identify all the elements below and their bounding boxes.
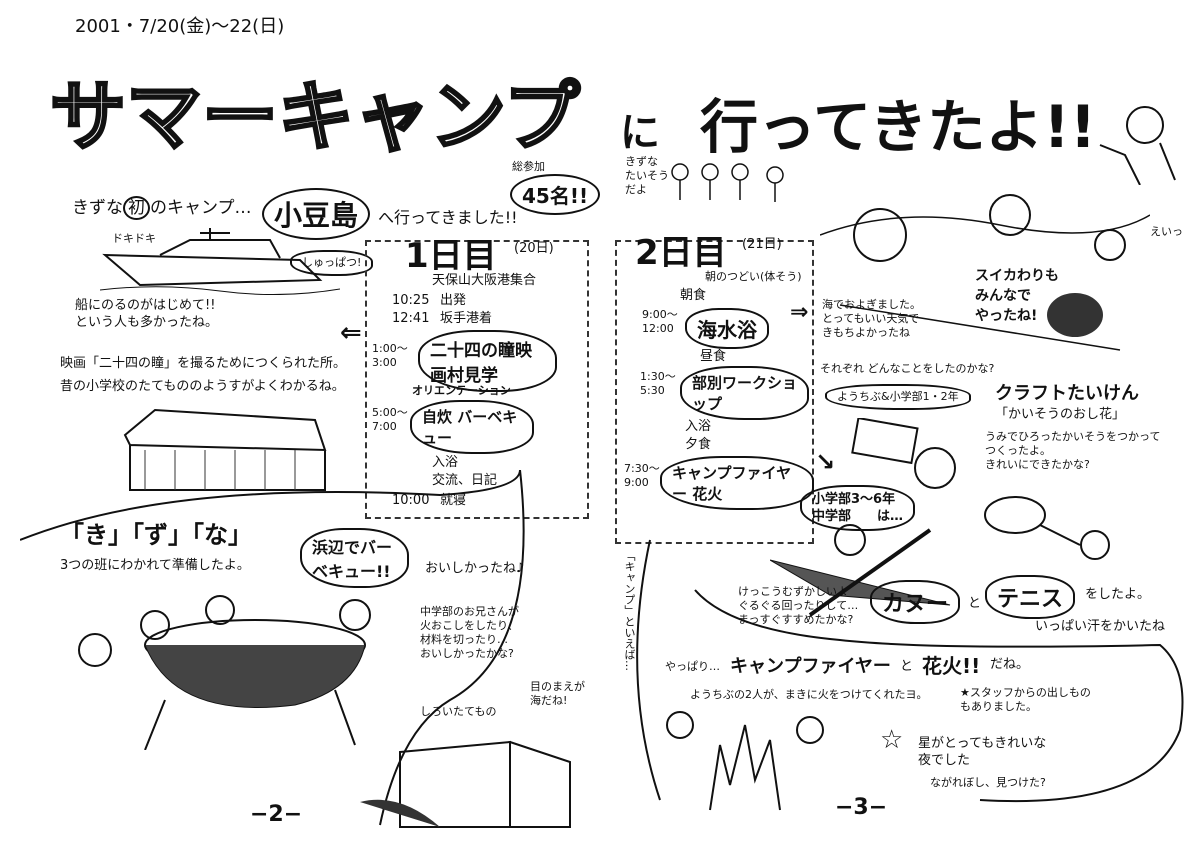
beach-illustration xyxy=(820,194,1150,351)
did-label: をしたよ。 xyxy=(1085,587,1151,602)
dane-label: だね。 xyxy=(990,657,1030,672)
participants-count: 45名!! xyxy=(510,174,601,215)
victory-kid-illustration xyxy=(1099,106,1176,185)
older-group: 小学部3〜6年 中学部 は… xyxy=(800,485,916,531)
groups-title: 「き」「ず」「な」 xyxy=(60,521,252,549)
day2-item: 朝のつどい(体そう) xyxy=(705,270,802,283)
after-all: やっぱり… xyxy=(665,660,720,673)
craft-kid-illustration xyxy=(851,418,956,489)
day1-item: 坂手港着 xyxy=(440,311,493,326)
day2-item: 入浴 xyxy=(685,419,712,434)
intro-end: へ行ってきました!! xyxy=(378,208,518,227)
boat-sfx: ドキドキ xyxy=(112,232,156,245)
fire-comment: ようちぶの2人が、まきに火をつけてくれたヨ。 xyxy=(690,688,928,701)
day2-item: 昼食 xyxy=(700,349,727,364)
ferry-illustration xyxy=(100,228,340,295)
day1-item: 出発 xyxy=(440,293,467,308)
curve-divider-right xyxy=(636,539,1184,803)
day2-time: 1:30〜5:30 xyxy=(640,370,676,397)
day1-time: 1:00〜3:00 xyxy=(372,342,408,369)
star-comment: 星がとってもきれいな 夜でした xyxy=(918,736,1047,768)
title-suffix: 行ってきたよ!! xyxy=(700,93,1097,161)
exercise-kids-illustration xyxy=(671,163,784,202)
day2-item-campfire: キャンプファイヤー 花火 xyxy=(660,456,814,510)
craft-name: 「かいそうのおし花」 xyxy=(995,407,1126,422)
day1-item-bbq: 自炊 バーベキュー xyxy=(410,400,534,454)
day1-item: 天保山大阪港集合 xyxy=(432,273,537,288)
movie-comment-2: 昔の小学校のたてもののようすがよくわかるね。 xyxy=(60,379,345,394)
movie-comment-1: 映画「二十四の瞳」を撮るためにつくられた所。 xyxy=(60,356,347,371)
day1-item-movie-village: 二十四の瞳映画村見学 xyxy=(418,330,557,392)
day2-item-workshop: 部別ワークショップ xyxy=(680,366,809,420)
tennis-illustration xyxy=(984,496,1110,560)
fireworks-label: 花火!! xyxy=(922,654,981,678)
day1-schedule xyxy=(365,240,589,519)
camp-is: 「キャンプ」といえば… xyxy=(623,550,636,671)
staff-show: ★スタッフからの出しもの もありました。 xyxy=(960,686,1091,713)
intro: きずな初のキャンプ… xyxy=(72,196,252,220)
boat-comment: 船にのるのがはじめて!! という人も多かったね。 xyxy=(75,298,219,330)
title-ni: に xyxy=(620,110,660,156)
craft-title: クラフトたいけん xyxy=(995,383,1139,404)
day2-time: 7:30〜9:00 xyxy=(624,462,660,489)
day1-item: 交流、日記 xyxy=(432,473,498,488)
day2-item: 朝食 xyxy=(680,288,707,303)
canoe-label: カヌー xyxy=(870,580,961,624)
intro-circled: 初 xyxy=(123,196,150,220)
intro-mid: のキャンプ… xyxy=(150,198,252,218)
shooting-star-icon: ☆ xyxy=(880,725,904,755)
island-name: 小豆島 xyxy=(262,188,371,240)
intro-prefix: きずな xyxy=(72,198,123,218)
young-group: ようちぶ&小学部1・2年 xyxy=(825,384,971,410)
arrow-left-icon: ⇐ xyxy=(340,318,362,348)
day1-item: オリエンテーション xyxy=(412,384,511,397)
and-label-2: と xyxy=(900,659,914,674)
school-building-illustration xyxy=(123,408,327,491)
departure-bubble: しゅっぱつ! xyxy=(290,250,374,276)
watermelon-comment: スイカわりも みんなで やったね! xyxy=(975,268,1059,324)
day1-time: 10:25 xyxy=(392,293,430,308)
day2-time: 9:00〜12:00 xyxy=(642,308,678,335)
exercise-note: きずな たいそう だよ xyxy=(625,155,669,196)
arrow-right-icon: ⇒ xyxy=(790,300,809,325)
day1-date: (20日) xyxy=(514,241,554,256)
day1-time: 12:41 xyxy=(392,311,430,326)
white-building-illustration xyxy=(360,740,571,828)
swim-comment: 海でおよぎました。 とってもいい天気で きもちよかったね xyxy=(822,298,921,339)
date: 2001・7/20(金)〜22(日) xyxy=(75,16,285,37)
page-number-right: −3− xyxy=(835,795,888,820)
page-number-left: −2− xyxy=(250,802,303,827)
day1-item: 就寝 xyxy=(440,493,467,508)
white-building-label: しろいたてもの xyxy=(420,705,497,718)
tennis-label: テニス xyxy=(985,575,1076,619)
groups-text: 3つの班にわかれて準備したよ。 xyxy=(60,558,250,573)
day1-time: 10:00 xyxy=(392,493,430,508)
barbecue-illustration xyxy=(78,595,371,750)
day2-item: 夕食 xyxy=(685,437,712,452)
day2-schedule xyxy=(615,240,814,544)
bbq-yum: おいしかったね♪ xyxy=(425,561,525,576)
sea-front: 目のまえが海だね! xyxy=(530,680,585,707)
shooting-star-comment: ながれぼし、見つけた? xyxy=(930,776,1046,789)
workshop-question: それぞれ どんなことをしたのかな? xyxy=(820,362,995,375)
day2-title: 2日目 xyxy=(635,233,727,273)
title: サマーキャンプ xyxy=(49,71,582,163)
bbq-comment: 中学部のお兄さんが 火おこしをしたり、 材料を切ったり… おいしかったかな? xyxy=(420,605,519,660)
day2-item-swimming: 海水浴 xyxy=(685,308,769,349)
day1-time: 5:00〜7:00 xyxy=(372,406,408,433)
curve-divider xyxy=(20,470,525,826)
craft-comment: うみでひろったかいそうをつかって つくったよ。 きれいにできたかな? xyxy=(985,430,1161,471)
watermelon-sfx: えいっ xyxy=(1150,225,1183,238)
day1-title: 1日目 xyxy=(405,236,497,276)
campfire-illustration xyxy=(666,711,824,811)
day2-date: (21日) xyxy=(742,237,782,252)
arrow-down-icon: ↘ xyxy=(815,448,836,476)
participants-label: 総参加 xyxy=(512,160,545,173)
bbq-bubble: 浜辺でバーベキュー!! xyxy=(300,528,409,588)
canoe-comment: けっこうむずかしいよ ぐるぐる回ったりして… まっすぐすすめたかな? xyxy=(738,585,859,626)
and-label: と xyxy=(968,596,982,611)
day1-item: 入浴 xyxy=(432,455,459,470)
campfire-label: キャンプファイヤー xyxy=(730,656,891,677)
sweat-comment: いっぱい汗をかいたね xyxy=(1035,619,1166,634)
